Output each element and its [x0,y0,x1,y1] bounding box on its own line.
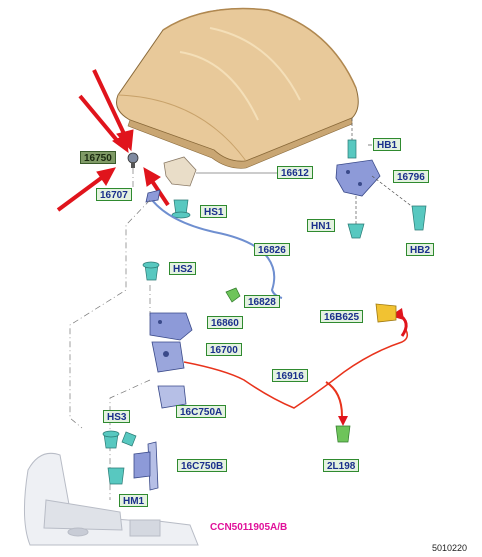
callout-hb1: HB1 [373,138,402,151]
callout-16612: 16612 [277,166,313,179]
release-cable [145,189,283,299]
callout-hm1: HM1 [119,494,149,507]
callout-16707: 16707 [96,188,132,201]
cable-clip [225,287,241,303]
callout-16c750b: 16C750B [177,459,228,472]
bump-stop-hs3 [102,430,137,449]
release-handle [375,303,397,323]
latch-support-bracket [149,312,193,341]
callout-hn1: HN1 [307,219,336,232]
cable-direction-arrow [338,416,348,426]
hood-panel [116,7,359,169]
front-bumper [23,452,199,546]
reference-code: CCN5011905A/B [210,522,288,533]
callout-16796: 16796 [393,170,429,183]
callout-16750: 16750 [80,151,116,164]
callout-16b625: 16B625 [320,310,364,323]
latch-cover-a [157,385,187,409]
callout-16860: 16860 [207,316,243,329]
callout-hs1: HS1 [200,205,228,218]
callout-16916: 16916 [272,369,308,382]
hood-seal-clip [127,152,139,168]
fastener-hm1 [107,467,125,485]
construction-lines [69,168,151,500]
callout-hb2: HB2 [406,243,435,256]
bumper-2l198 [335,425,351,443]
callout-hs3: HS3 [103,410,131,423]
callout-hs2: HS2 [169,262,197,275]
hinge-bracket [163,156,278,187]
callout-16828: 16828 [244,295,280,308]
callout-16c750a: 16C750A [176,405,227,418]
latch-cover-b [133,441,159,491]
hood-latch [151,341,185,373]
latch-release-cable [183,329,409,417]
bump-stop-hs2 [142,261,160,281]
callout-2l198: 2L198 [323,459,360,472]
bump-stop-hs1 [171,199,191,219]
hood-hinge-assembly [335,118,427,239]
callout-16700: 16700 [206,343,242,356]
callout-16826: 16826 [254,243,290,256]
figure-id: 5010220 [432,543,468,553]
